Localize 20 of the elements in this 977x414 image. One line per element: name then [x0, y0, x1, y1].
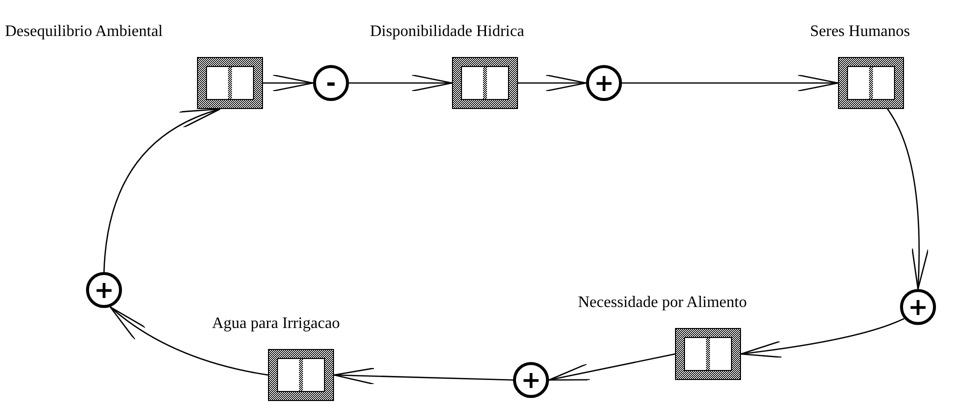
node-heading: Disponibilidade Hidrica: [370, 23, 524, 41]
arrow: [886, 108, 928, 290]
arrow: [548, 353, 676, 381]
node-heading: Seres Humanos: [810, 23, 910, 41]
arrow: [518, 74, 587, 92]
sign-circle: +: [586, 65, 622, 101]
arrow: [333, 367, 514, 385]
arrow: [110, 306, 268, 376]
sign-circle: -: [313, 65, 349, 101]
node-heading: Agua para Irrigacao: [212, 315, 340, 333]
node-heading: Desequilibrio Ambiental: [5, 23, 163, 41]
sign-circle: +: [86, 272, 122, 308]
arrow: [622, 74, 839, 92]
arrow: [740, 318, 904, 358]
arrow: [349, 74, 453, 92]
sign-circle: +: [900, 289, 936, 325]
sign-circle: +: [513, 362, 549, 398]
arrow: [103, 108, 221, 272]
arrow: [263, 74, 314, 92]
node-heading: Necessidade por Alimento: [578, 294, 747, 312]
